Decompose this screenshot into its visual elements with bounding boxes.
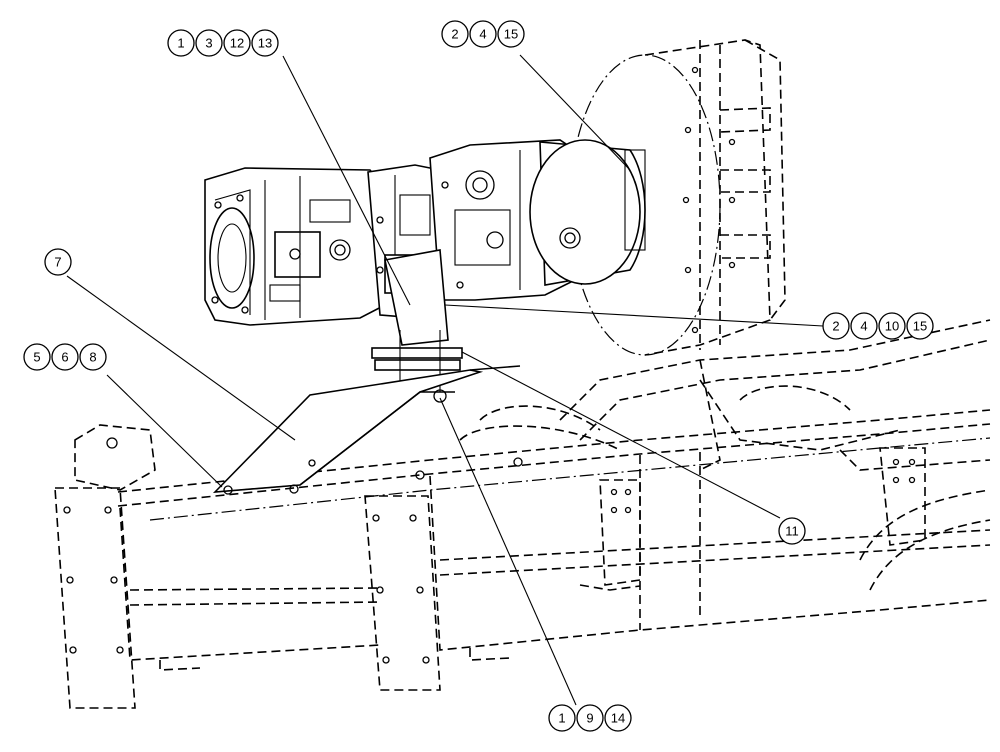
callout-2-4-15: 2 4 15 [441, 20, 525, 48]
callout-label: 11 [785, 524, 799, 539]
callout-label: 7 [54, 255, 61, 270]
callout-label: 14 [611, 711, 625, 726]
callout-label: 4 [479, 27, 486, 42]
leader-lines [66, 54, 824, 706]
hydraulic-pump [204, 139, 646, 403]
callout-7: 7 [44, 248, 72, 276]
callout-label: 10 [885, 319, 899, 334]
callout-label: 5 [33, 350, 40, 365]
callout-1-9-14: 1 9 14 [548, 704, 632, 732]
callout-label: 1 [558, 711, 565, 726]
callout-label: 2 [832, 319, 839, 334]
callout-label: 15 [504, 27, 518, 42]
callout-label: 15 [913, 319, 927, 334]
callout-label: 4 [860, 319, 867, 334]
callout-5-6-8: 5 6 8 [23, 343, 107, 371]
callout-2-4-10-15: 2 4 10 15 [822, 312, 934, 340]
callout-1-3-12-13: 1 3 12 13 [167, 29, 279, 57]
callout-label: 1 [177, 36, 184, 51]
callout-label: 3 [205, 36, 212, 51]
callout-label: 13 [258, 36, 272, 51]
support-plate [212, 365, 521, 495]
callout-label: 12 [230, 36, 244, 51]
callout-11: 11 [778, 517, 806, 545]
callout-label: 8 [89, 350, 96, 365]
frame-structure [54, 319, 991, 709]
callout-label: 9 [586, 711, 593, 726]
flywheel-housing [569, 39, 786, 356]
callout-label: 2 [451, 27, 458, 42]
callout-label: 6 [61, 350, 68, 365]
